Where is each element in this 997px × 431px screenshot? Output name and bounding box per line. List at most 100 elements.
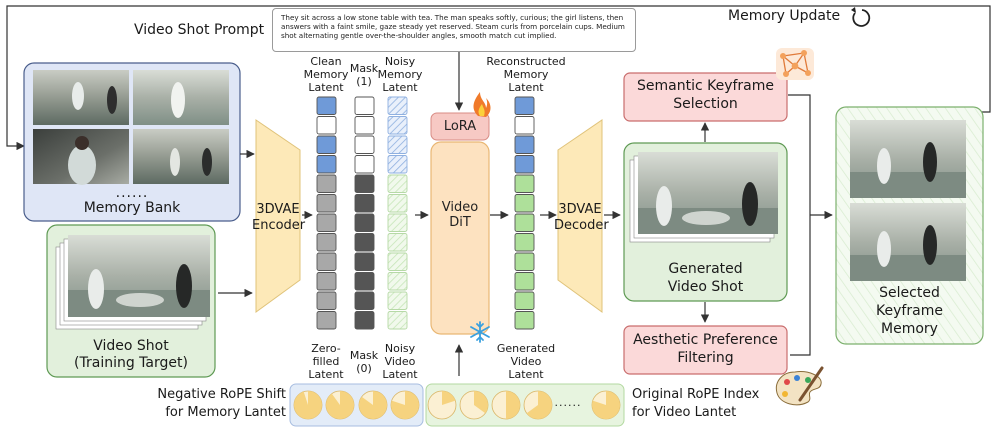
mask-column-cell [354,155,375,174]
noisy-latent-cell [387,116,408,135]
rope-disc-fill [526,391,552,419]
clean-latent-cell [316,311,337,330]
noisy-latent-cell [387,194,408,213]
reconstructed-label-1: Reconstructed [486,55,566,68]
noisy-memory-label-1: Noisy [384,55,416,68]
rope-disc-fill [326,391,354,420]
mask-column-cell [354,311,375,330]
video-shot-title: Video Shot [93,338,169,354]
selected-label-2: Keyframe [876,303,943,319]
noisy-latent-cell [387,272,408,291]
clean-latent-cell [316,194,337,213]
aesthetic-label-1: Aesthetic Preference [633,332,778,348]
noisy-latent-cell [387,213,408,232]
selected-label-3: Memory [881,321,938,337]
selected-label-1: Selected [879,285,940,301]
reconstructed-label-3: Latent [508,81,544,94]
clean-latent-label-1: Clean [310,55,342,68]
encoder-label-1: 3DVAE [256,202,300,217]
clean-latent-cell [316,252,337,271]
output-latent-cell [514,291,535,310]
clean-latent-cell [316,291,337,310]
lora-label: LoRA [443,119,477,134]
noisy-latent-cell [387,233,408,252]
semantic-label-1: Semantic Keyframe [636,78,774,94]
output-latent-cell [514,213,535,232]
video-shot-stack [46,224,216,378]
mask-column-cell [354,291,375,310]
noisy-memory-label-3: Latent [382,81,418,94]
snowflake-icon [470,321,490,343]
prompt-text-box: They sit across a low stone table with t… [272,8,636,52]
noisy-video-label-3: Latent [382,368,418,381]
lora-block [430,112,490,141]
mask0-label-2: (0) [356,362,372,375]
noisy-latent-cell [387,174,408,193]
mask-column-cell [354,213,375,232]
mask1-label-1: Mask [349,62,379,75]
output-latent-cell [514,155,535,174]
output-latent-cell [514,194,535,213]
rope-negative-label-1: Negative RoPE Shift [157,387,286,402]
clean-latent-cell [316,233,337,252]
mask1-label-2: (1) [356,75,372,88]
output-latent-cell [514,135,535,154]
clean-latent-cell [316,272,337,291]
prompt-title: Video Shot Prompt [134,22,265,38]
zero-latent-label-2: filled [312,355,340,368]
rope-original-label-2: for Video Lantet [632,405,737,420]
video-dit-label: Video DiT [441,200,479,230]
output-latent-cell [514,272,535,291]
clean-latent-cell [316,174,337,193]
noisy-video-label-1: Noisy [384,342,416,355]
output-latent-cell [514,116,535,135]
noisy-latent-cell [387,311,408,330]
rope-negative-label-2: for Memory Lantet [165,405,286,420]
semantic-label-2: Selection [673,96,738,112]
memory-bank-label: Memory Bank [83,200,181,216]
clean-latent-cell [316,213,337,232]
generated-latent-label-1: Generated [496,342,556,355]
rope-disc-fill [442,391,456,405]
rope-disc-fill [358,391,387,420]
rope-dots: ...... [554,396,582,409]
aesthetic-label-2: Filtering [677,350,734,366]
zero-latent-label-1: Zero- [311,342,341,355]
latent-columns [316,96,535,330]
noisy-latent-cell [387,252,408,271]
mask-column-cell [354,116,375,135]
mask0-label-1: Mask [349,349,379,362]
mask-column-cell [354,135,375,154]
rope-strip-memory [289,383,424,427]
vae-decoder-shape [557,119,603,313]
rope-original-label-1: Original RoPE Index [632,387,760,402]
video-shot-subtitle: (Training Target) [74,355,188,371]
encoder-label-2: Encoder [252,218,306,233]
generated-shot-panel [623,142,788,302]
clean-latent-cell [316,116,337,135]
rope-disc-fill [391,391,419,420]
noisy-video-label-2: Video [384,355,416,368]
generated-shot-label-1: Generated [668,261,743,277]
output-latent-cell [514,96,535,115]
mask-column-cell [354,194,375,213]
selected-memory-panel [835,106,984,345]
flow-arrows [218,52,833,376]
generated-shot-label-2: Video Shot [667,279,744,295]
zero-latent-label-3: Latent [308,368,344,381]
mask-column-cell [354,96,375,115]
noisy-latent-cell [387,96,408,115]
rope-disc-fill [474,391,488,414]
mask-column-cell [354,174,375,193]
clean-latent-label-3: Latent [308,81,344,94]
memory-update-label: Memory Update [728,8,841,24]
vae-encoder-shape [255,119,301,313]
output-latent-cell [514,252,535,271]
noisy-latent-cell [387,155,408,174]
generated-latent-label-3: Latent [508,368,544,381]
video-dit-block [430,141,490,335]
rope-disc-fill [506,391,520,419]
generated-latent-label-2: Video [510,355,542,368]
